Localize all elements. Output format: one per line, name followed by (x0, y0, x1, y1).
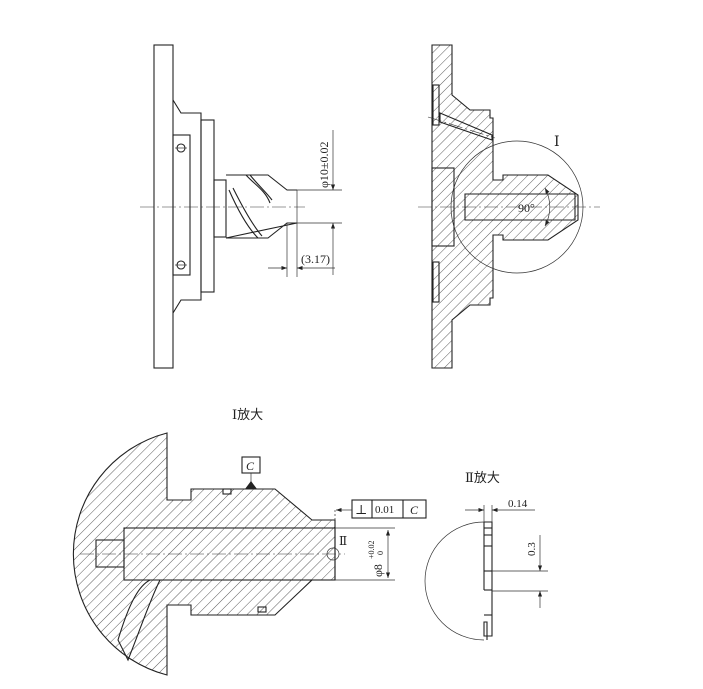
detail-2-arc (424, 521, 485, 641)
tolerance-frame: ⊥ 0.01 C (351, 499, 427, 519)
angle-label: 90° (518, 201, 535, 215)
datum-triangle (245, 481, 257, 489)
cutter-body (225, 174, 298, 239)
detail-1-title: Ⅰ放大 (232, 407, 263, 422)
svg-text:0: 0 (376, 551, 385, 555)
bore-diameter-dimension: φ8 +0.02 0 (367, 540, 385, 577)
base-plate (153, 44, 174, 369)
nozzle-enlarged-section (72, 432, 336, 676)
nozzle-bore (464, 193, 576, 221)
hub-recess (172, 134, 191, 276)
detail-2-title: Ⅱ放大 (465, 470, 500, 485)
detail-1: Ⅰ放大 C ⊥ 0.01 C Ⅱ φ8 +0.02 0 (72, 407, 427, 676)
height-dimension: 0.3 (526, 542, 538, 556)
oblique-channel (439, 112, 493, 141)
bolt-hole-top (175, 143, 187, 153)
bolt-hole-bottom (175, 260, 187, 270)
detail-circle (450, 140, 584, 274)
detail-2-ref: Ⅱ (339, 534, 347, 548)
diameter-dimension: φ10±0.02 (317, 141, 331, 188)
left-view: φ10±0.02 (3.17) (140, 44, 342, 369)
detail-2-circle (326, 547, 340, 561)
length-dimension: (3.17) (301, 252, 330, 266)
svg-text:φ8: φ8 (371, 564, 385, 577)
flange (200, 119, 215, 293)
cutter-flutes (228, 174, 273, 239)
svg-text:C: C (410, 503, 419, 517)
shaft (213, 179, 227, 238)
width-dimension: 0.14 (508, 498, 528, 510)
svg-text:+0.02: +0.02 (367, 540, 376, 559)
detail-2: Ⅱ放大 0.14 0.3 (424, 470, 548, 641)
datum-letter: C (246, 459, 255, 473)
svg-text:0.01: 0.01 (375, 504, 394, 516)
svg-text:⊥: ⊥ (355, 502, 367, 517)
detail-label: Ⅰ (554, 135, 560, 150)
housing-section (431, 44, 579, 369)
right-view-section: Ⅰ 90° (418, 44, 600, 369)
hub (172, 99, 202, 314)
